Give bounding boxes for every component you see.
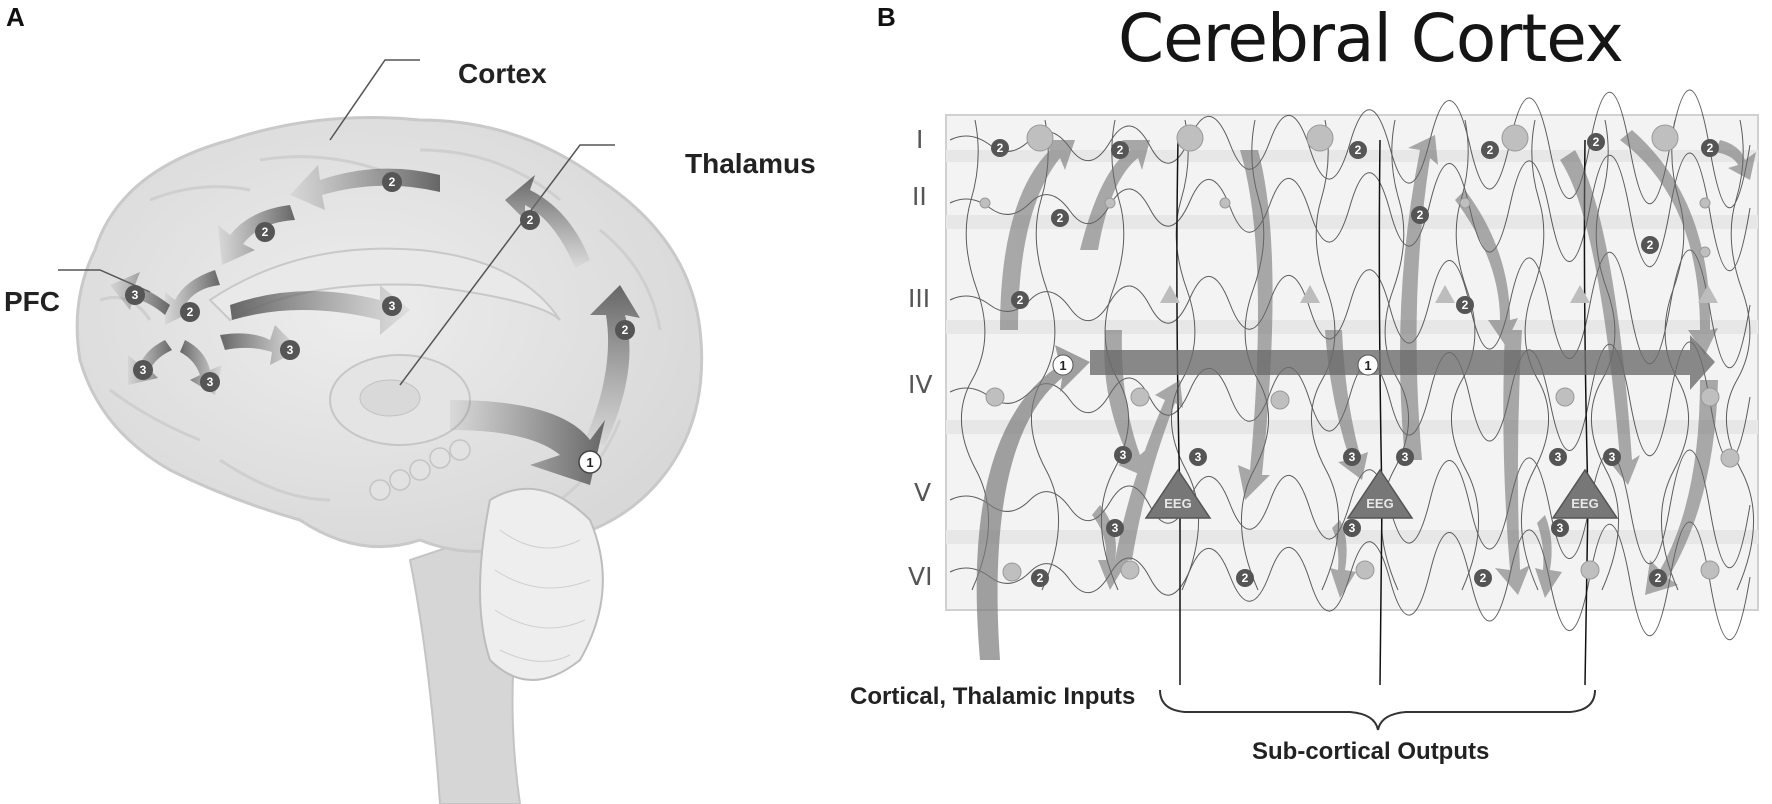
panel-b-letter: B [877, 2, 896, 32]
layer-label-i: I [916, 125, 924, 154]
svg-text:3: 3 [1349, 521, 1356, 535]
label-cortex: Cortex [458, 58, 547, 89]
svg-text:3: 3 [389, 299, 396, 313]
svg-text:3: 3 [287, 343, 294, 357]
svg-text:2: 2 [1417, 208, 1424, 222]
eeg-pyramidal-cells: EEG EEG EEG [1144, 468, 1619, 519]
svg-text:2: 2 [1487, 143, 1494, 157]
outputs-brace [1159, 689, 1596, 731]
cerebellum [479, 487, 604, 681]
svg-text:3: 3 [132, 288, 139, 302]
svg-text:2: 2 [262, 225, 269, 239]
svg-text:3: 3 [1349, 450, 1356, 464]
svg-text:2: 2 [1462, 298, 1469, 312]
layer-label-vi: VI [908, 562, 933, 591]
label-pfc: PFC [4, 286, 60, 317]
eeg-label-2: EEG [1366, 496, 1393, 511]
eeg-label-1: EEG [1164, 496, 1191, 511]
layer-label-iv: IV [908, 370, 933, 399]
svg-text:2: 2 [1117, 143, 1124, 157]
svg-text:2: 2 [187, 305, 194, 319]
svg-text:3: 3 [1609, 450, 1616, 464]
label-sub-cortical-outputs: Sub-cortical Outputs [1252, 738, 1490, 765]
svg-text:2: 2 [1017, 293, 1024, 307]
cerebral-cortex-title: Cerebral Cortex [1118, 0, 1624, 77]
panel-a-number-badges: 1 2 2 2 2 2 3 3 3 3 3 [125, 172, 635, 474]
input-arrow [976, 345, 1090, 660]
svg-text:2: 2 [622, 323, 629, 337]
panel-b-number-badges: 1 1 2 2 2 2 2 2 2 2 2 2 2 2 2 2 2 3 3 3 … [991, 133, 1719, 587]
svg-text:2: 2 [1355, 143, 1362, 157]
svg-text:3: 3 [1195, 450, 1202, 464]
svg-text:2: 2 [1242, 571, 1249, 585]
intracortical-arrows [1000, 130, 1756, 598]
svg-text:2: 2 [1037, 571, 1044, 585]
svg-text:3: 3 [1555, 450, 1562, 464]
svg-text:2: 2 [1593, 135, 1600, 149]
badge-1: 1 [586, 455, 593, 470]
svg-text:3: 3 [207, 375, 214, 389]
svg-text:2: 2 [1057, 211, 1064, 225]
svg-text:3: 3 [1120, 448, 1127, 462]
svg-text:3: 3 [140, 363, 147, 377]
cortex-leader [329, 59, 420, 141]
svg-text:2: 2 [997, 141, 1004, 155]
svg-text:3: 3 [1557, 521, 1564, 535]
svg-text:3: 3 [1402, 450, 1409, 464]
arrow-1-thalamus [450, 400, 605, 485]
svg-text:2: 2 [1707, 141, 1714, 155]
svg-text:2: 2 [389, 175, 396, 189]
neuron-somata [979, 124, 1740, 582]
thalamus-leader [399, 144, 615, 386]
eeg-label-3: EEG [1571, 496, 1598, 511]
svg-text:2: 2 [1480, 571, 1487, 585]
corpus-callosum [208, 247, 561, 322]
svg-text:3: 3 [1112, 521, 1119, 535]
svg-text:2: 2 [1655, 571, 1662, 585]
svg-text:1: 1 [1059, 358, 1066, 373]
label-cortical-thalamic-inputs: Cortical, Thalamic Inputs [850, 683, 1136, 710]
layer-label-v: V [914, 478, 932, 507]
layer-label-ii: II [912, 182, 927, 211]
layer-iii-pyramidal-small [1160, 285, 1718, 303]
label-thalamus: Thalamus [685, 148, 816, 179]
svg-text:2: 2 [1647, 238, 1654, 252]
panel-a-letter: A [6, 2, 25, 32]
svg-text:2: 2 [527, 213, 534, 227]
svg-text:1: 1 [1364, 358, 1371, 373]
layer-label-iii: III [908, 284, 931, 313]
